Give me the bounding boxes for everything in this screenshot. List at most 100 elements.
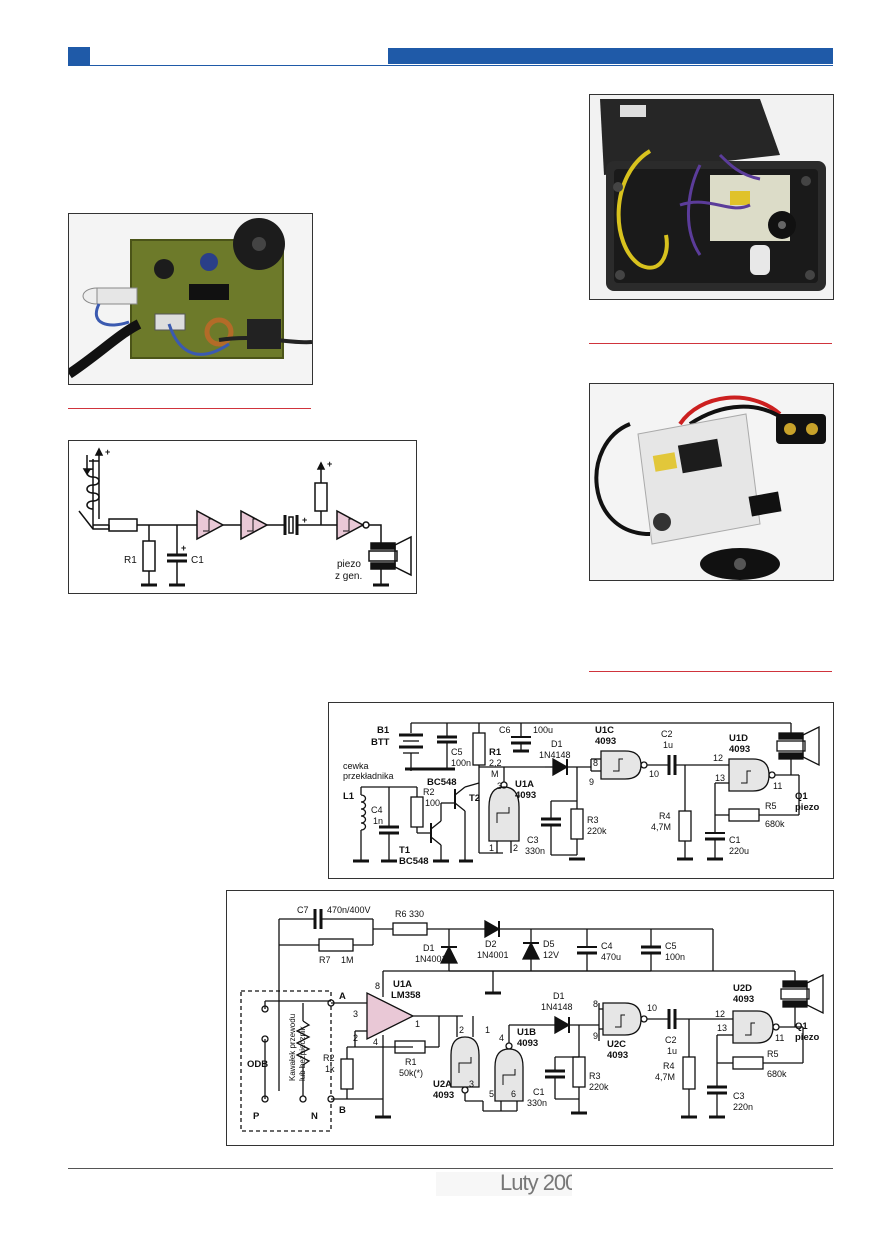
sch3-dd1: D1 [553,991,565,1001]
sch3-d5v: 12V [543,950,559,960]
sch2-c6v: 100u [533,725,553,735]
sch1-label-r1: R1 [124,555,137,566]
sch3-c1: C1 [533,1087,545,1097]
sch3-p12: 12 [715,1009,725,1019]
sch2-u1cv: 4093 [595,736,616,747]
sch3-u1bv: 4093 [517,1038,538,1049]
sch3-c1v: 330n [527,1098,547,1108]
sch3-u2a: U2A [433,1079,452,1090]
sch2-r1v1: 2,2 [489,758,502,768]
sch3-c5v: 100n [665,952,685,962]
sch3-u1av: LM358 [391,990,421,1001]
photo-open-case [589,94,834,300]
footer-gray-box [436,1172,572,1196]
sch3-p9: 9 [593,1031,598,1041]
sch3-r1: R1 [405,1057,417,1067]
sch3-r3v: 220k [589,1082,609,1092]
sch3-c7: C7 [297,905,309,915]
sch3-odb: ODB [247,1059,268,1070]
sch2-p11: 11 [773,781,782,791]
sch3-p3: 3 [353,1009,358,1019]
sch2-u1a: U1A [515,779,534,790]
sch3-p11: 11 [775,1033,784,1043]
sch2-r3: R3 [587,815,599,825]
sch2-q1v: piezo [795,802,819,813]
sch3-p3b: 3 [469,1079,474,1089]
schematic-block-diagram: + + + + R1 C1 piezo z gen. [68,440,417,594]
photo-pcb-battery [589,383,834,581]
sch2-u1d: U1D [729,733,748,744]
sch3-c3v: 220n [733,1102,753,1112]
sch3-a: A [339,991,346,1002]
sch2-d1: D1 [551,739,563,749]
sch3-r4: R4 [663,1061,675,1071]
sch3-c4v: 470u [601,952,621,962]
sch3-r7: R7 [319,955,331,965]
sch3-b: B [339,1105,346,1116]
sch3-p6: 6 [511,1089,516,1099]
sch1-plus-2: + [327,459,332,469]
sch3-p13: 13 [717,1023,727,1033]
sch2-cewka2: przekładnika [343,771,394,781]
sch3-u2d: U2D [733,983,752,994]
sch3-p4: 4 [373,1037,378,1047]
sch2-p13: 13 [715,773,725,783]
sch2-u1c: U1C [595,725,614,736]
schematic-mains-circuit: U1A LM358 A B ODB P N U2A 4093 U1B 4093 … [226,890,834,1146]
sch3-p8: 8 [375,981,380,991]
sch2-t1: T1 [399,845,411,856]
sch3-p1: 1 [415,1019,420,1029]
sch3-u1b: U1B [517,1027,536,1038]
sch2-p3: 3 [497,781,502,791]
sch3-r2: R2 [323,1053,335,1063]
sch1-label-c1: C1 [191,555,204,566]
sch2-c3v: 330n [525,846,545,856]
sch2-r4: R4 [659,811,671,821]
sch2-r3v: 220k [587,826,607,836]
sch3-dd1v: 1N4148 [541,1002,573,1012]
sch3-p2: 2 [353,1033,358,1043]
sch3-c7v: 470n/400V [327,905,371,915]
sch2-q1: Q1 [795,791,808,802]
sch2-p8: 8 [593,758,598,768]
sch2-c5: C5 [451,747,463,757]
sch3-r1v: 50k(*) [399,1068,423,1078]
sch2-p2: 2 [513,843,518,853]
footer-rule [68,1168,833,1169]
header-rule [68,65,833,66]
sch3-r7v: 1M [341,955,354,965]
photo-pcb-coil [68,213,313,385]
sch3-kawalek2: lub bezpiecznik [298,1025,307,1081]
sch3-d1v: 1N4001 [415,954,447,964]
sch2-c1: C1 [729,835,741,845]
sch3-n: N [311,1111,318,1122]
sch3-d2: D2 [485,939,497,949]
sch3-p8b: 8 [593,999,598,1009]
sch3-r5v: 680k [767,1069,787,1079]
sch3-u2dv: 4093 [733,994,754,1005]
sch2-d1v: 1N4148 [539,750,571,760]
sch3-c2v: 1u [667,1046,677,1056]
sch3-c5: C5 [665,941,677,951]
sch2-r2: R2 [423,787,435,797]
sch3-r4v: 4,7M [655,1072,675,1082]
sch3-c2: C2 [665,1035,677,1045]
sch3-c3: C3 [733,1091,745,1101]
sch2-l1: L1 [343,791,355,802]
separator-red-1 [68,408,311,409]
sch2-c1v: 220u [729,846,749,856]
sch2-r5v: 680k [765,819,785,829]
sch3-u2av: 4093 [433,1090,454,1101]
sch3-p2b: 2 [459,1025,464,1035]
sch2-p10: 10 [649,769,659,779]
sch3-q1v: piezo [795,1032,819,1043]
sch2-r2v: 100 [425,798,440,808]
sch3-kawalek1: Kawałek przewodu [288,1014,297,1081]
sch1-label-zgen: z gen. [335,571,362,582]
sch2-t2: T2 [469,793,480,804]
sch1-plus-1: + [105,447,110,457]
sch3-d2v: 1N4001 [477,950,509,960]
sch3-r6: R6 330 [395,909,424,919]
sch3-c4: C4 [601,941,613,951]
sch3-p5: 5 [489,1089,494,1099]
